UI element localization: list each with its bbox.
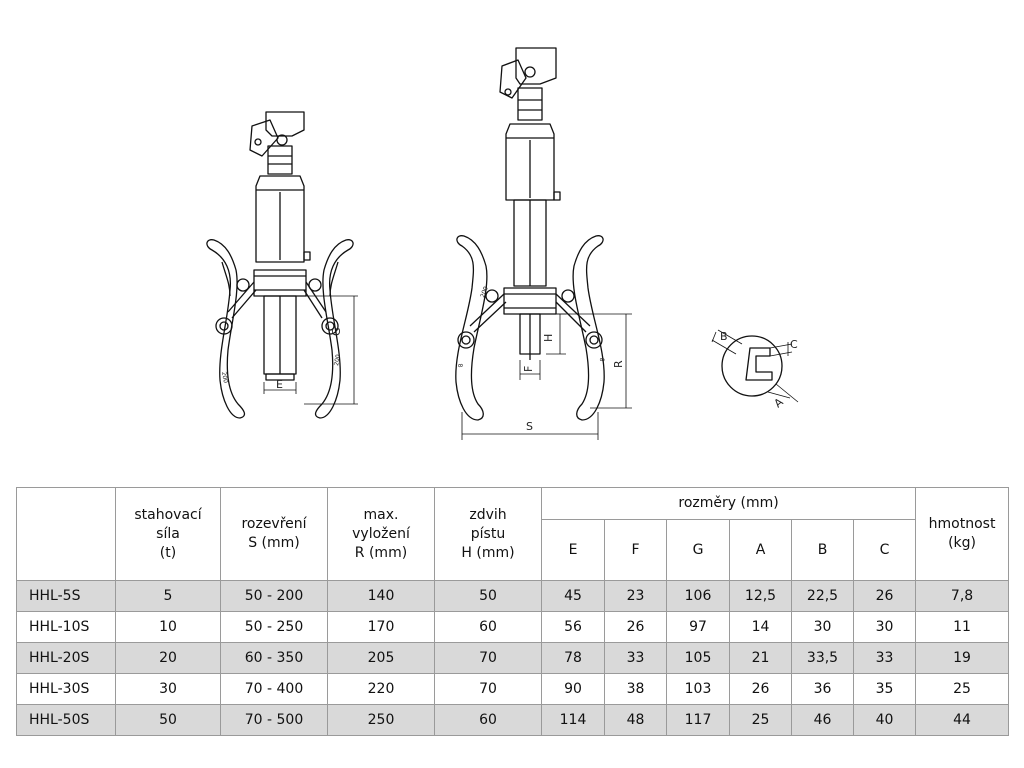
model-cell: HHL-20S: [16, 642, 116, 674]
model-cell: HHL-10S: [16, 611, 116, 643]
header-dimensions-group: rozměry (mm): [540, 487, 917, 520]
table-cell: 105: [666, 642, 730, 674]
header-weight: hmotnost (kg): [915, 487, 1010, 581]
model-cell: HHL-5S: [16, 580, 116, 612]
header-dim-g: G: [666, 519, 730, 581]
table-cell: 70 - 500: [220, 704, 328, 736]
dim-label-a: A: [772, 395, 786, 410]
table-cell: 25: [729, 704, 792, 736]
table-cell: 140: [327, 580, 435, 612]
table-cell: 90: [541, 673, 605, 705]
arm-mark: 200: [333, 354, 342, 367]
table-cell: 30: [791, 611, 854, 643]
table-cell: 21: [729, 642, 792, 674]
table-cell: 56: [541, 611, 605, 643]
table-cell: 205: [327, 642, 435, 674]
table-cell: 50 - 250: [220, 611, 328, 643]
header-dim-c: C: [852, 519, 917, 581]
arm-mark: 8: [599, 357, 607, 362]
table-cell: 23: [604, 580, 667, 612]
table-cell: 44: [915, 704, 1010, 736]
table-cell: 25: [915, 673, 1010, 705]
table-cell: 60: [434, 704, 542, 736]
table-cell: 36: [791, 673, 854, 705]
table-cell: 70: [434, 642, 542, 674]
header-dim-e: E: [541, 519, 605, 581]
dim-label-b: B: [720, 330, 728, 343]
table-cell: 46: [791, 704, 854, 736]
dim-label-s: S: [526, 420, 533, 433]
arm-mark: 200: [479, 285, 490, 298]
table-cell: 7,8: [915, 580, 1010, 612]
table-cell: 220: [327, 673, 435, 705]
table-cell: 10: [115, 611, 221, 643]
specification-table: stahovací síla (t) rozevření S (mm) max.…: [16, 487, 1010, 736]
header-max-reach: max. vyložení R (mm): [327, 487, 435, 581]
table-cell: 12,5: [729, 580, 792, 612]
table-cell: 30: [852, 611, 917, 643]
table-cell: 60: [434, 611, 542, 643]
table-cell: 50 - 200: [220, 580, 328, 612]
table-cell: 117: [666, 704, 730, 736]
header-model: [16, 487, 116, 581]
table-cell: 22,5: [791, 580, 854, 612]
table-cell: 33: [604, 642, 667, 674]
table-cell: 97: [666, 611, 730, 643]
header-pulling-force: stahovací síla (t): [115, 487, 221, 581]
header-dim-a: A: [729, 519, 792, 581]
model-cell: HHL-50S: [16, 704, 116, 736]
table-cell: 103: [666, 673, 730, 705]
table-cell: 40: [852, 704, 917, 736]
technical-drawing: G E H F R S B C A 200 200 200 8 8: [206, 47, 799, 440]
table-cell: 48: [604, 704, 667, 736]
jaw-tip-detail: [711, 329, 799, 403]
table-cell: 26: [729, 673, 792, 705]
dim-label-g: G: [330, 327, 343, 336]
table-cell: 33: [852, 642, 917, 674]
table-cell: 60 - 350: [220, 642, 328, 674]
table-cell: 50: [115, 704, 221, 736]
table-cell: 38: [604, 673, 667, 705]
table-cell: 20: [115, 642, 221, 674]
dim-label-e: E: [276, 378, 283, 391]
header-dim-f: F: [604, 519, 667, 581]
table-cell: 50: [434, 580, 542, 612]
table-cell: 106: [666, 580, 730, 612]
table-cell: 70: [434, 673, 542, 705]
dim-label-h: H: [542, 334, 555, 342]
puller-extended: [455, 47, 632, 440]
header-dim-b: B: [791, 519, 854, 581]
table-cell: 170: [327, 611, 435, 643]
table-cell: 5: [115, 580, 221, 612]
table-cell: 70 - 400: [220, 673, 328, 705]
table-cell: 33,5: [791, 642, 854, 674]
arm-mark: 200: [220, 371, 229, 384]
puller-retracted: [206, 111, 358, 419]
table-cell: 78: [541, 642, 605, 674]
table-cell: 14: [729, 611, 792, 643]
header-spread: rozevření S (mm): [220, 487, 328, 581]
table-cell: 45: [541, 580, 605, 612]
table-cell: 11: [915, 611, 1010, 643]
dim-label-c: C: [790, 338, 798, 351]
dim-label-r: R: [612, 360, 625, 368]
table-cell: 30: [115, 673, 221, 705]
table-cell: 26: [604, 611, 667, 643]
dim-label-f: F: [522, 366, 535, 372]
table-cell: 19: [915, 642, 1010, 674]
table-cell: 35: [852, 673, 917, 705]
table-cell: 114: [541, 704, 605, 736]
arm-mark: 8: [456, 363, 464, 368]
table-cell: 26: [852, 580, 917, 612]
header-piston-stroke: zdvih pístu H (mm): [434, 487, 542, 581]
table-cell: 250: [327, 704, 435, 736]
model-cell: HHL-30S: [16, 673, 116, 705]
